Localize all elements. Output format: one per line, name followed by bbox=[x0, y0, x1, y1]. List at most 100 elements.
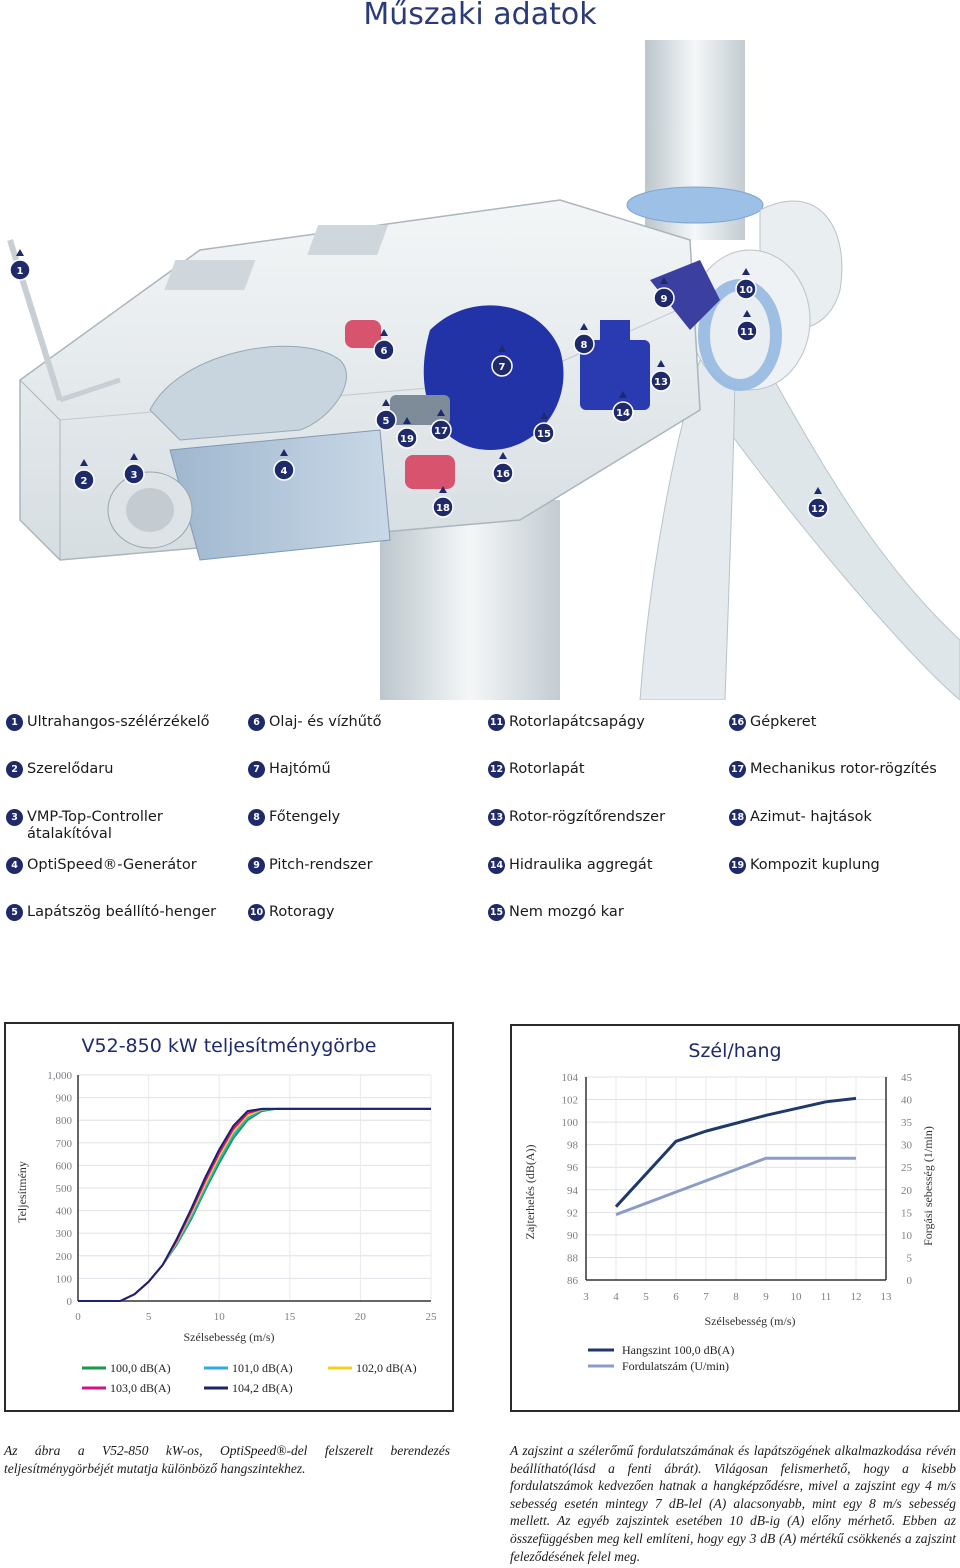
generator bbox=[169, 429, 391, 561]
legend-label: Pitch-rendszer bbox=[269, 857, 373, 873]
legend-number-badge: 16 bbox=[729, 714, 746, 731]
legend-number-badge: 2 bbox=[6, 761, 23, 778]
svg-text:19: 19 bbox=[400, 434, 414, 445]
legend-number-badge: 18 bbox=[729, 809, 746, 826]
x-tick-label: 10 bbox=[214, 1311, 226, 1323]
callout-arrow-icon bbox=[130, 453, 138, 460]
caption-left: Az ábra a V52-850 kW-os, OptiSpeed®-del … bbox=[4, 1443, 450, 1476]
svg-text:7: 7 bbox=[499, 362, 506, 373]
legend-number-badge: 12 bbox=[488, 761, 505, 778]
legend-number-badge: 7 bbox=[248, 761, 265, 778]
rotor-blade-lower bbox=[639, 359, 736, 700]
svg-text:11: 11 bbox=[740, 327, 754, 338]
callout-18: 18 bbox=[432, 486, 454, 518]
legend-label: OptiSpeed®-Generátor bbox=[27, 857, 197, 873]
y-tick-label: 300 bbox=[56, 1228, 73, 1240]
callout-4: 4 bbox=[273, 449, 295, 481]
legend-label: Lapátszög beállító-henger bbox=[27, 904, 217, 920]
series-line bbox=[78, 1107, 431, 1302]
legend-entry: 101,0 dB(A) bbox=[232, 1361, 293, 1375]
y-axis-label: Zajterhelés (dB(A)) bbox=[523, 1145, 537, 1240]
y-axis-label: Teljesítmény bbox=[15, 1161, 29, 1223]
legend-label: Mechanikus rotor-rögzítés bbox=[750, 761, 937, 777]
legend-number-badge: 8 bbox=[248, 809, 265, 826]
callout-5: 5 bbox=[375, 399, 397, 431]
y-tick-label: 500 bbox=[56, 1183, 73, 1195]
yaw-ring bbox=[626, 186, 764, 224]
svg-text:10: 10 bbox=[739, 285, 753, 296]
y-tick-label: 86 bbox=[567, 1275, 579, 1287]
x-tick-label: 6 bbox=[673, 1291, 679, 1303]
callout-arrow-icon bbox=[619, 391, 627, 398]
callout-arrow-icon bbox=[80, 459, 88, 466]
callout-13: 13 bbox=[650, 360, 672, 392]
series-line bbox=[78, 1107, 431, 1302]
y2-tick-label: 25 bbox=[901, 1162, 913, 1174]
callout-arrow-icon bbox=[380, 329, 388, 336]
cooling-duct bbox=[149, 345, 347, 441]
caption-right: A zajszint a szélerőmű fordulatszámának … bbox=[510, 1443, 956, 1564]
legend-label: VMP-Top-Controller átalakítóval bbox=[27, 809, 163, 842]
gearbox bbox=[423, 305, 564, 450]
y-tick-label: 98 bbox=[567, 1140, 579, 1152]
x-axis-label: Szélsebesség (m/s) bbox=[705, 1314, 796, 1328]
callout-arrow-icon bbox=[814, 487, 822, 494]
x-tick-label: 12 bbox=[851, 1291, 862, 1303]
svg-text:17: 17 bbox=[434, 426, 448, 437]
callout-arrow-icon bbox=[580, 323, 588, 330]
callout-7: 7 bbox=[491, 345, 513, 377]
legend-label: Hajtómű bbox=[269, 761, 331, 777]
series-line bbox=[614, 1096, 857, 1208]
y-tick-label: 96 bbox=[567, 1162, 579, 1174]
x-tick-label: 8 bbox=[733, 1291, 739, 1303]
chart-title: V52-850 kW teljesítménygörbe bbox=[82, 1035, 377, 1057]
legend-label: Kompozit kuplung bbox=[750, 857, 880, 873]
callout-9: 9 bbox=[653, 277, 675, 309]
y-tick-label: 1,000 bbox=[47, 1070, 72, 1082]
callout-19: 19 bbox=[396, 417, 418, 449]
legend-label: Rotorlapátcsapágy bbox=[509, 714, 645, 730]
svg-text:15: 15 bbox=[537, 429, 551, 440]
legend-number-badge: 9 bbox=[248, 857, 265, 874]
series-line bbox=[78, 1107, 431, 1302]
legend-label: Olaj- és vízhűtő bbox=[269, 714, 382, 730]
legend-number-badge: 6 bbox=[248, 714, 265, 731]
callout-arrow-icon bbox=[437, 409, 445, 416]
legend-entry: Fordulatszám (U/min) bbox=[622, 1359, 729, 1373]
legend-number-badge: 3 bbox=[6, 809, 23, 826]
y2-tick-label: 20 bbox=[901, 1185, 913, 1197]
tower-lower bbox=[380, 500, 560, 700]
page-title: Műszaki adatok bbox=[363, 0, 597, 32]
callout-16: 16 bbox=[492, 452, 514, 484]
callout-17: 17 bbox=[430, 409, 452, 441]
svg-text:6: 6 bbox=[381, 346, 388, 357]
x-tick-label: 25 bbox=[426, 1311, 438, 1323]
y-tick-label: 104 bbox=[562, 1072, 579, 1084]
y-tick-label: 700 bbox=[56, 1138, 73, 1150]
y2-tick-label: 0 bbox=[907, 1275, 913, 1287]
legend-number-badge: 11 bbox=[488, 714, 505, 731]
legend-entry: 102,0 dB(A) bbox=[356, 1361, 417, 1375]
callout-2: 2 bbox=[73, 459, 95, 491]
callout-12: 12 bbox=[807, 487, 829, 519]
legend-entry: 103,0 dB(A) bbox=[110, 1381, 171, 1395]
svg-text:18: 18 bbox=[436, 503, 450, 514]
callout-arrow-icon bbox=[280, 449, 288, 456]
y2-tick-label: 35 bbox=[901, 1117, 913, 1129]
